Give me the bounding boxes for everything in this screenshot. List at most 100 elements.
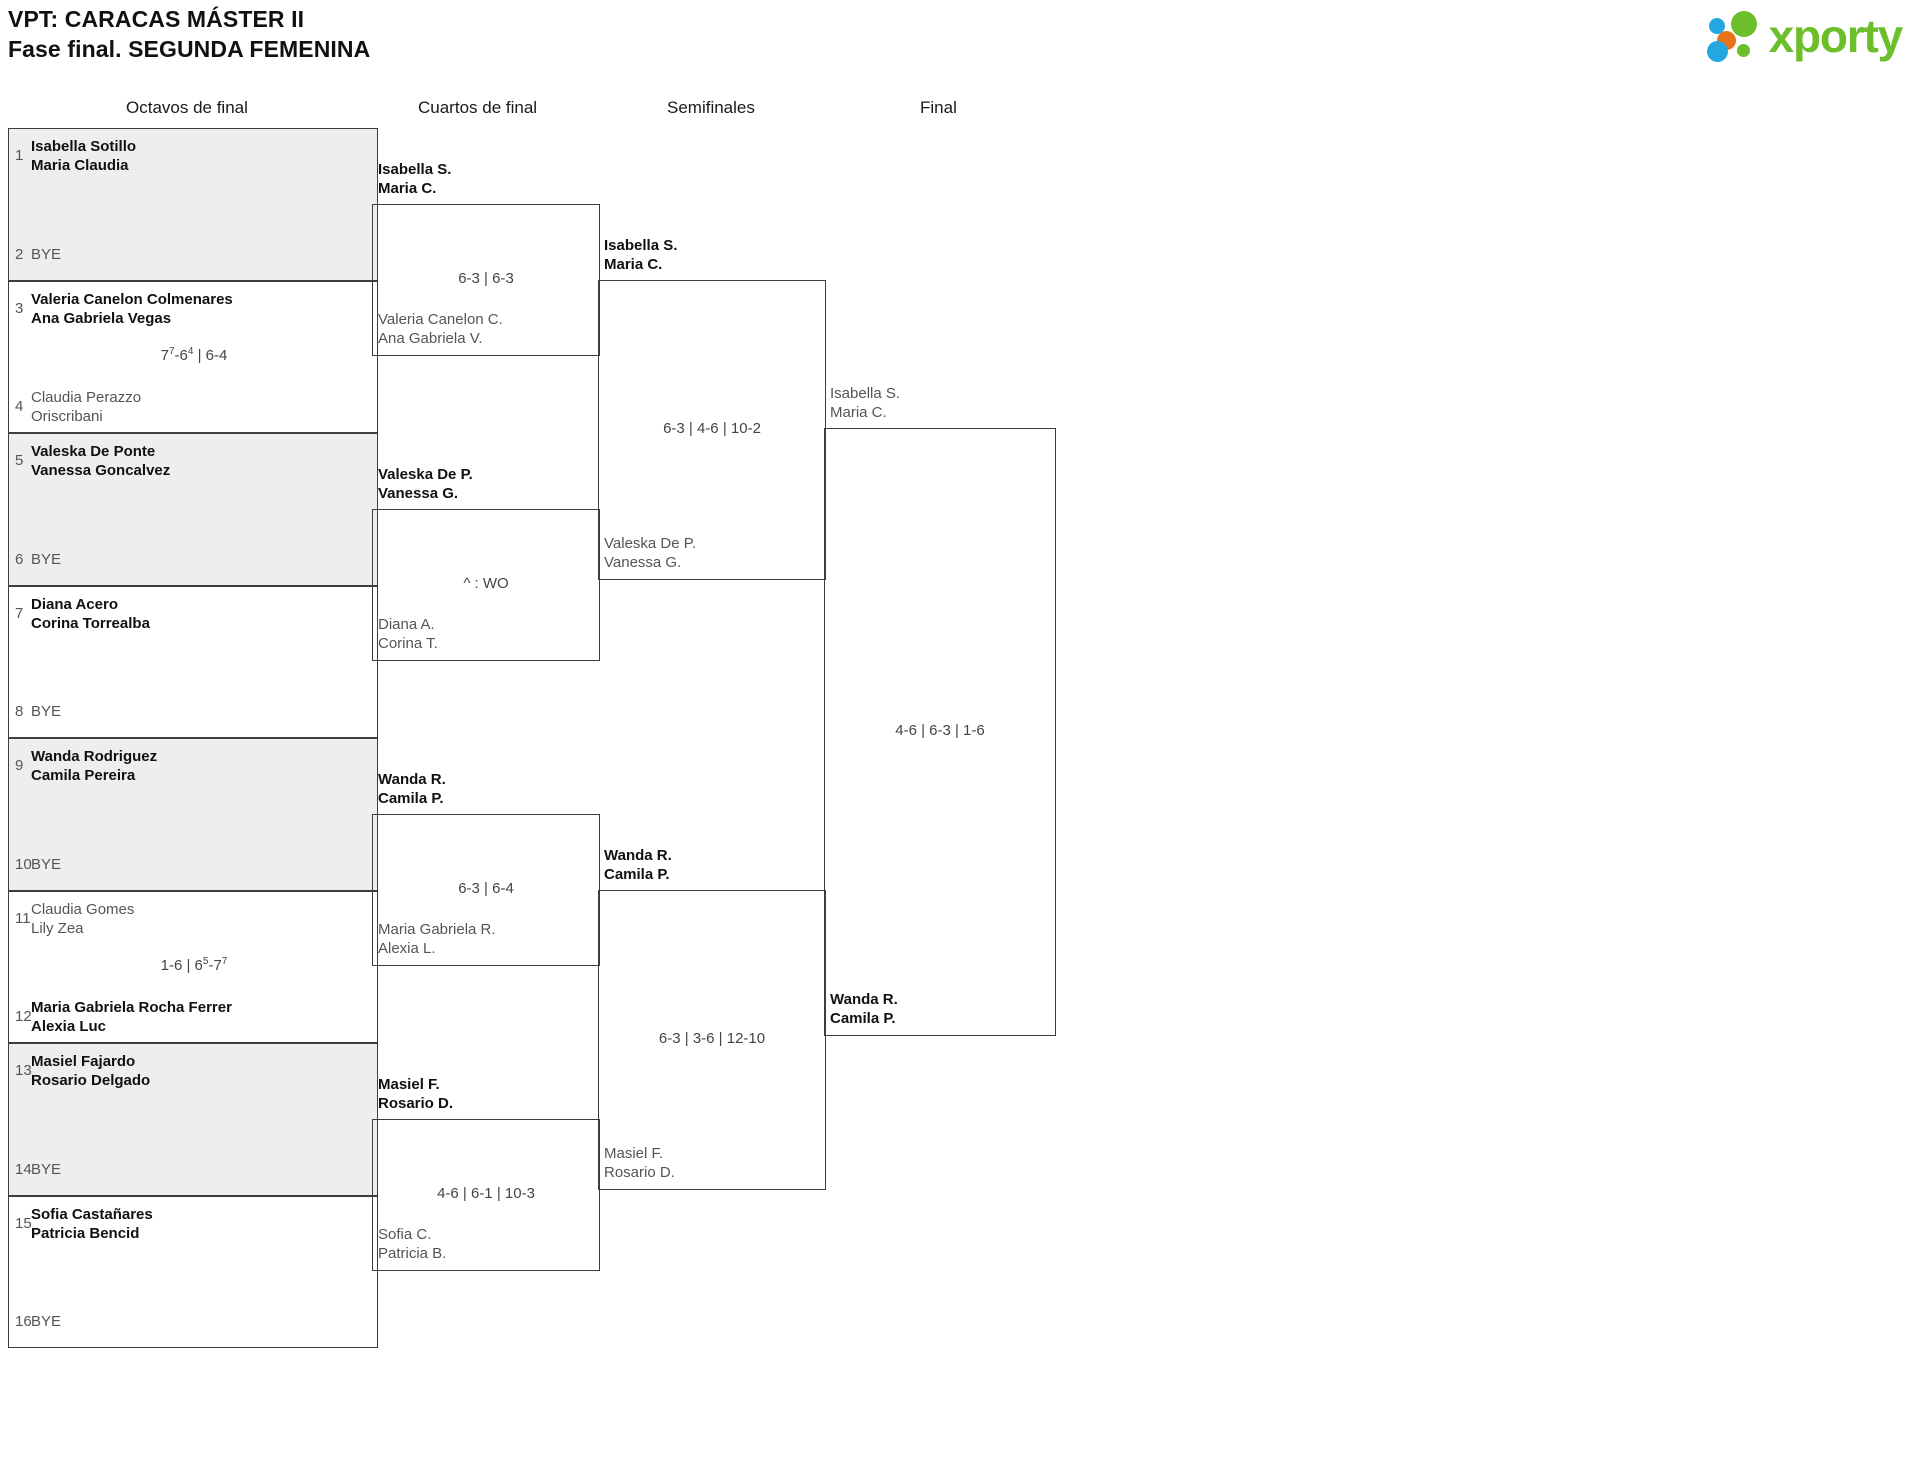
logo-wordmark: xporty [1768,10,1904,62]
seed-number: 7 [15,604,24,622]
qf-top-competitor: Isabella S.Maria C. [378,160,451,198]
tournament-phase: Fase final. SEGUNDA FEMENINA [8,36,371,62]
sf-top-competitor: Isabella S. Maria C. [604,236,677,274]
competitor-line-2: Patricia Bencid [31,1224,140,1242]
competitor-line-2: Rosario D. [604,1164,675,1181]
qf-bottom-competitor: Diana A.Corina T. [378,615,438,653]
seed-number: 2 [15,245,24,263]
competitor-line-2: Patricia B. [378,1245,447,1262]
sf-match-box[interactable] [598,280,826,580]
competitor-line-2: Ana Gabriela V. [378,330,483,347]
competitor-line-1: Masiel F. [604,1145,664,1162]
sf-score: 6-3 | 3-6 | 12-10 [658,1030,766,1047]
bye-label: BYE [31,1160,62,1178]
qf-top-competitor: Valeska De P. Vanessa G. [378,465,473,503]
competitor-line-2: Corina T. [378,635,438,652]
tournament-name: VPT: CARACAS MÁSTER II [8,6,305,32]
competitor-line-2: Camila P. [830,1010,896,1027]
competitor-line-2: Vanessa G. [378,485,459,502]
final-match-box[interactable] [824,428,1056,1036]
competitor-line-2: Maria C. [604,256,663,273]
qf-bottom-competitor: Maria Gabriela R. Alexia L. [378,920,496,958]
competitor-line-1: Valeria Canelon Colmenares [31,290,233,308]
bye-label: BYE [31,703,62,720]
seed-number: 8 [15,703,24,720]
qf-bottom-competitor: Sofia C. Patricia B. [378,1225,446,1263]
seed-number: 3 [15,299,24,317]
competitor-line-1: Maria Gabriela R. [378,921,496,938]
qf-score: 4-6 | 6-1 | 10-3 [437,1185,535,1202]
final-bottom-competitor: Wanda R. Camila P. [830,990,898,1028]
competitor-line-1: Valeria Canelon C. [378,311,503,328]
sf-match-box[interactable] [598,890,826,1190]
competitor-line-1: Isabella S. [830,385,901,402]
competitor-line-1: Diana Acero [31,595,118,613]
bye-label: BYE [31,245,62,263]
competitor-line-1: Claudia Gomes [31,900,135,918]
round-header-semifinales: Semifinales [667,98,755,117]
competitor-line-1: Isabella S. [604,237,678,254]
seed-number: 13 [15,1062,32,1079]
qf-score: ^ : WO [463,575,509,592]
page-title: VPT: CARACAS MÁSTER II Fase final. SEGUN… [8,4,370,64]
competitor-line-2: Camila P. [604,866,670,883]
seed-number: 10 [15,855,32,873]
competitor-line-1: Wanda R. [604,847,672,864]
competitor-line-2: Vanessa Goncalvez [31,462,171,479]
seed-number: 15 [15,1214,32,1232]
competitor-line-1: Sofia C. [378,1226,432,1243]
competitor-line-1: Sofia Castañares [31,1205,153,1223]
competitor-line-1: Isabella Sotillo [31,138,137,155]
qf-match-box[interactable] [372,1119,600,1271]
match-score: 1-6 | 65-77 [160,955,228,974]
competitor-line-1: Wanda R. [830,991,898,1008]
seed-number: 12 [15,1008,32,1025]
competitor-line-1: Valeska De P. [378,466,473,483]
xporty-logo: xporty [1706,6,1904,66]
match-score: 77-64 | 6-4 [160,345,228,364]
seed-number: 9 [15,757,24,774]
competitor-line-1: Wanda Rodriguez [31,748,158,765]
qf-top-competitor: Masiel F.Rosario D. [378,1075,453,1113]
competitor-line-1: Masiel Fajardo [31,1053,136,1070]
competitor-line-2: Ana Gabriela Vegas [31,309,172,327]
competitor-line-2: Lily Zea [31,919,84,937]
competitor-line-2: Corina Torrealba [31,614,150,632]
competitor-line-2: Alexia L. [378,940,436,957]
seed-number: 1 [15,147,24,164]
bye-label: BYE [31,1313,62,1330]
seed-number: 4 [15,398,24,415]
competitor-line-1: Maria Gabriela Rocha Ferrer [31,999,232,1016]
qf-match-box[interactable] [372,509,600,661]
competitor-line-2: Alexia Luc [31,1018,107,1035]
competitor-line-2: Oriscribani [31,408,103,425]
competitor-line-1: Isabella S. [378,161,452,178]
competitor-line-1: Valeska De P. [604,535,696,552]
competitor-line-2: Camila P. [378,790,444,807]
qf-bottom-competitor: Valeria Canelon C. Ana Gabriela V. [378,310,503,348]
final-score: 4-6 | 6-3 | 1-6 [895,722,985,739]
sf-bottom-competitor: Valeska De P.Vanessa G. [604,534,696,572]
competitor-line-1: Masiel F. [378,1076,440,1093]
competitor-line-1: Valeska De Ponte [31,443,156,460]
bye-label: BYE [31,855,62,873]
competitor-line-2: Camila Pereira [31,767,136,784]
qf-score: 6-3 | 6-3 [458,270,514,287]
seed-number: 5 [15,452,24,469]
sf-score: 6-3 | 4-6 | 10-2 [663,420,761,437]
